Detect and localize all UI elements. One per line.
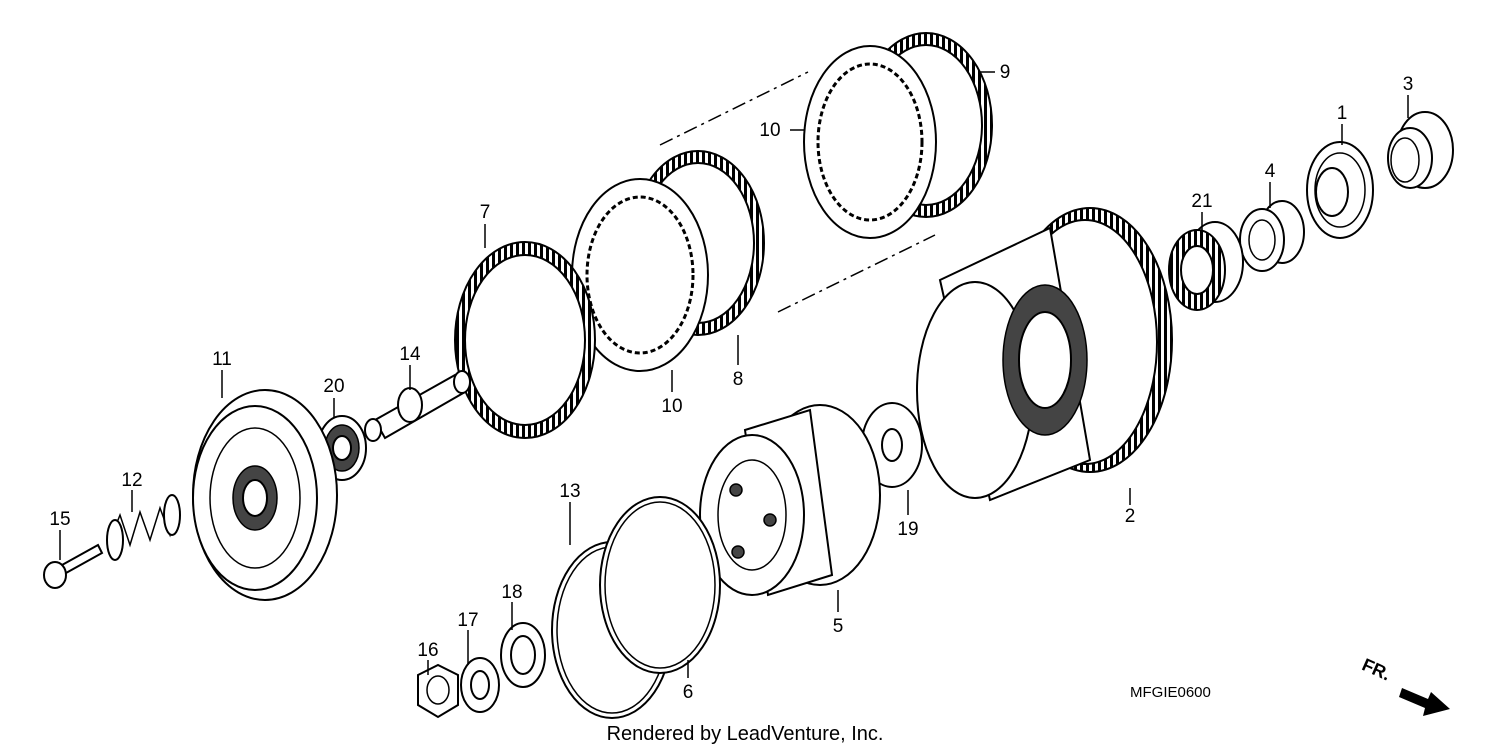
label-part-9: 9 (1000, 62, 1011, 83)
label-part-3: 3 (1403, 74, 1414, 95)
part-2-clutch-outer (916, 207, 1173, 502)
part-7-friction-disc (454, 241, 596, 439)
label-part-8: 8 (733, 369, 744, 390)
part-18-washer (500, 622, 546, 688)
part-16-nut (417, 663, 459, 719)
part-5-clutch-center (699, 404, 881, 597)
label-part-12: 12 (121, 470, 142, 491)
label-part-17: 17 (457, 610, 478, 631)
front-direction-indicator: FR. (1359, 654, 1450, 716)
part-1-guide (1306, 141, 1374, 239)
label-part-6: 6 (683, 682, 694, 703)
part-labels: 1 2 3 4 5 6 7 8 9 10 10 11 12 13 14 15 1… (49, 62, 1413, 703)
label-part-10-upper: 10 (759, 120, 780, 141)
leader-lines (59, 71, 1409, 678)
arrow-icon (1399, 688, 1450, 716)
part-11-pressure-plate (192, 389, 338, 601)
projection-lines (659, 71, 936, 313)
label-part-19: 19 (897, 519, 918, 540)
label-part-14: 14 (399, 344, 421, 365)
fr-label: FR. (1359, 654, 1394, 684)
part-3-sleeve (1387, 111, 1454, 189)
part-21-needle-bearing (1168, 221, 1244, 311)
part-10-plate-lower (571, 178, 709, 372)
label-part-10-lower: 10 (661, 396, 682, 417)
label-part-5: 5 (833, 616, 844, 637)
part-6-ring (599, 496, 721, 674)
diagram-code: MFGIE0600 (1130, 684, 1211, 701)
part-12-spring (106, 494, 181, 561)
label-part-11: 11 (212, 349, 232, 370)
label-part-2: 2 (1125, 506, 1136, 527)
part-10-plate-upper (803, 45, 937, 239)
part-4-bushing (1239, 200, 1305, 272)
label-part-13: 13 (559, 481, 580, 502)
label-part-21: 21 (1191, 191, 1212, 212)
part-15-bolt (43, 543, 104, 589)
credit-text: Rendered by LeadVenture, Inc. (607, 723, 884, 745)
label-part-7: 7 (480, 202, 491, 223)
label-part-1: 1 (1337, 103, 1348, 124)
label-part-4: 4 (1265, 161, 1276, 182)
label-part-20: 20 (323, 376, 344, 397)
part-19-washer (861, 402, 923, 488)
part-14-lifter-rod (364, 370, 471, 442)
label-part-15: 15 (49, 509, 70, 530)
label-part-16: 16 (417, 640, 438, 661)
label-part-18: 18 (501, 582, 522, 603)
part-17-washer (460, 657, 500, 713)
